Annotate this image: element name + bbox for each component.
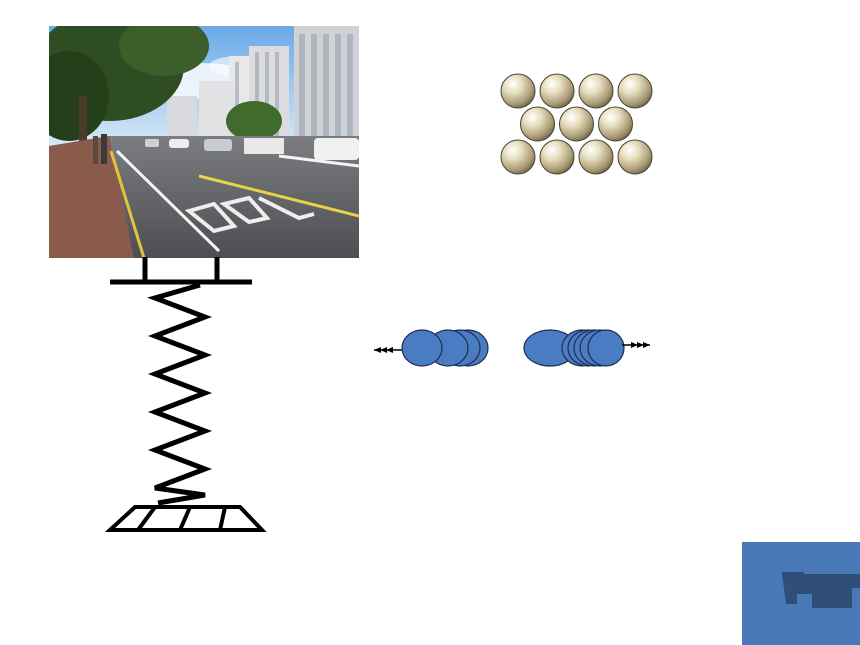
road-marking-text [184,195,315,234]
particle-sphere [578,139,614,175]
particle-sphere [617,73,653,109]
particle-sphere [559,106,594,142]
vehicles [145,138,359,160]
disk-group-right [523,329,650,367]
arrowhead-right [643,342,650,348]
particle-arrangement [500,73,653,175]
particle-sphere [520,106,555,142]
particle-sphere [500,139,536,175]
particle-sphere [539,139,575,175]
particle-sphere [500,73,536,109]
particle-sphere [539,73,575,109]
disk-group-left [374,329,489,367]
trees [49,26,282,176]
ground-base [104,505,267,532]
spring-diagram [104,257,267,532]
return-arrow-icon [782,572,860,608]
particle-sphere [598,106,633,142]
disk [401,329,443,367]
arrowhead-left [374,347,381,353]
particle-sphere [617,139,653,175]
disk-groups [374,329,650,367]
return-button[interactable] [742,542,860,645]
disk [587,329,625,367]
street-photo [49,26,359,258]
lane-markings [115,149,359,253]
particle-sphere [578,73,614,109]
spring-coil [147,282,213,506]
